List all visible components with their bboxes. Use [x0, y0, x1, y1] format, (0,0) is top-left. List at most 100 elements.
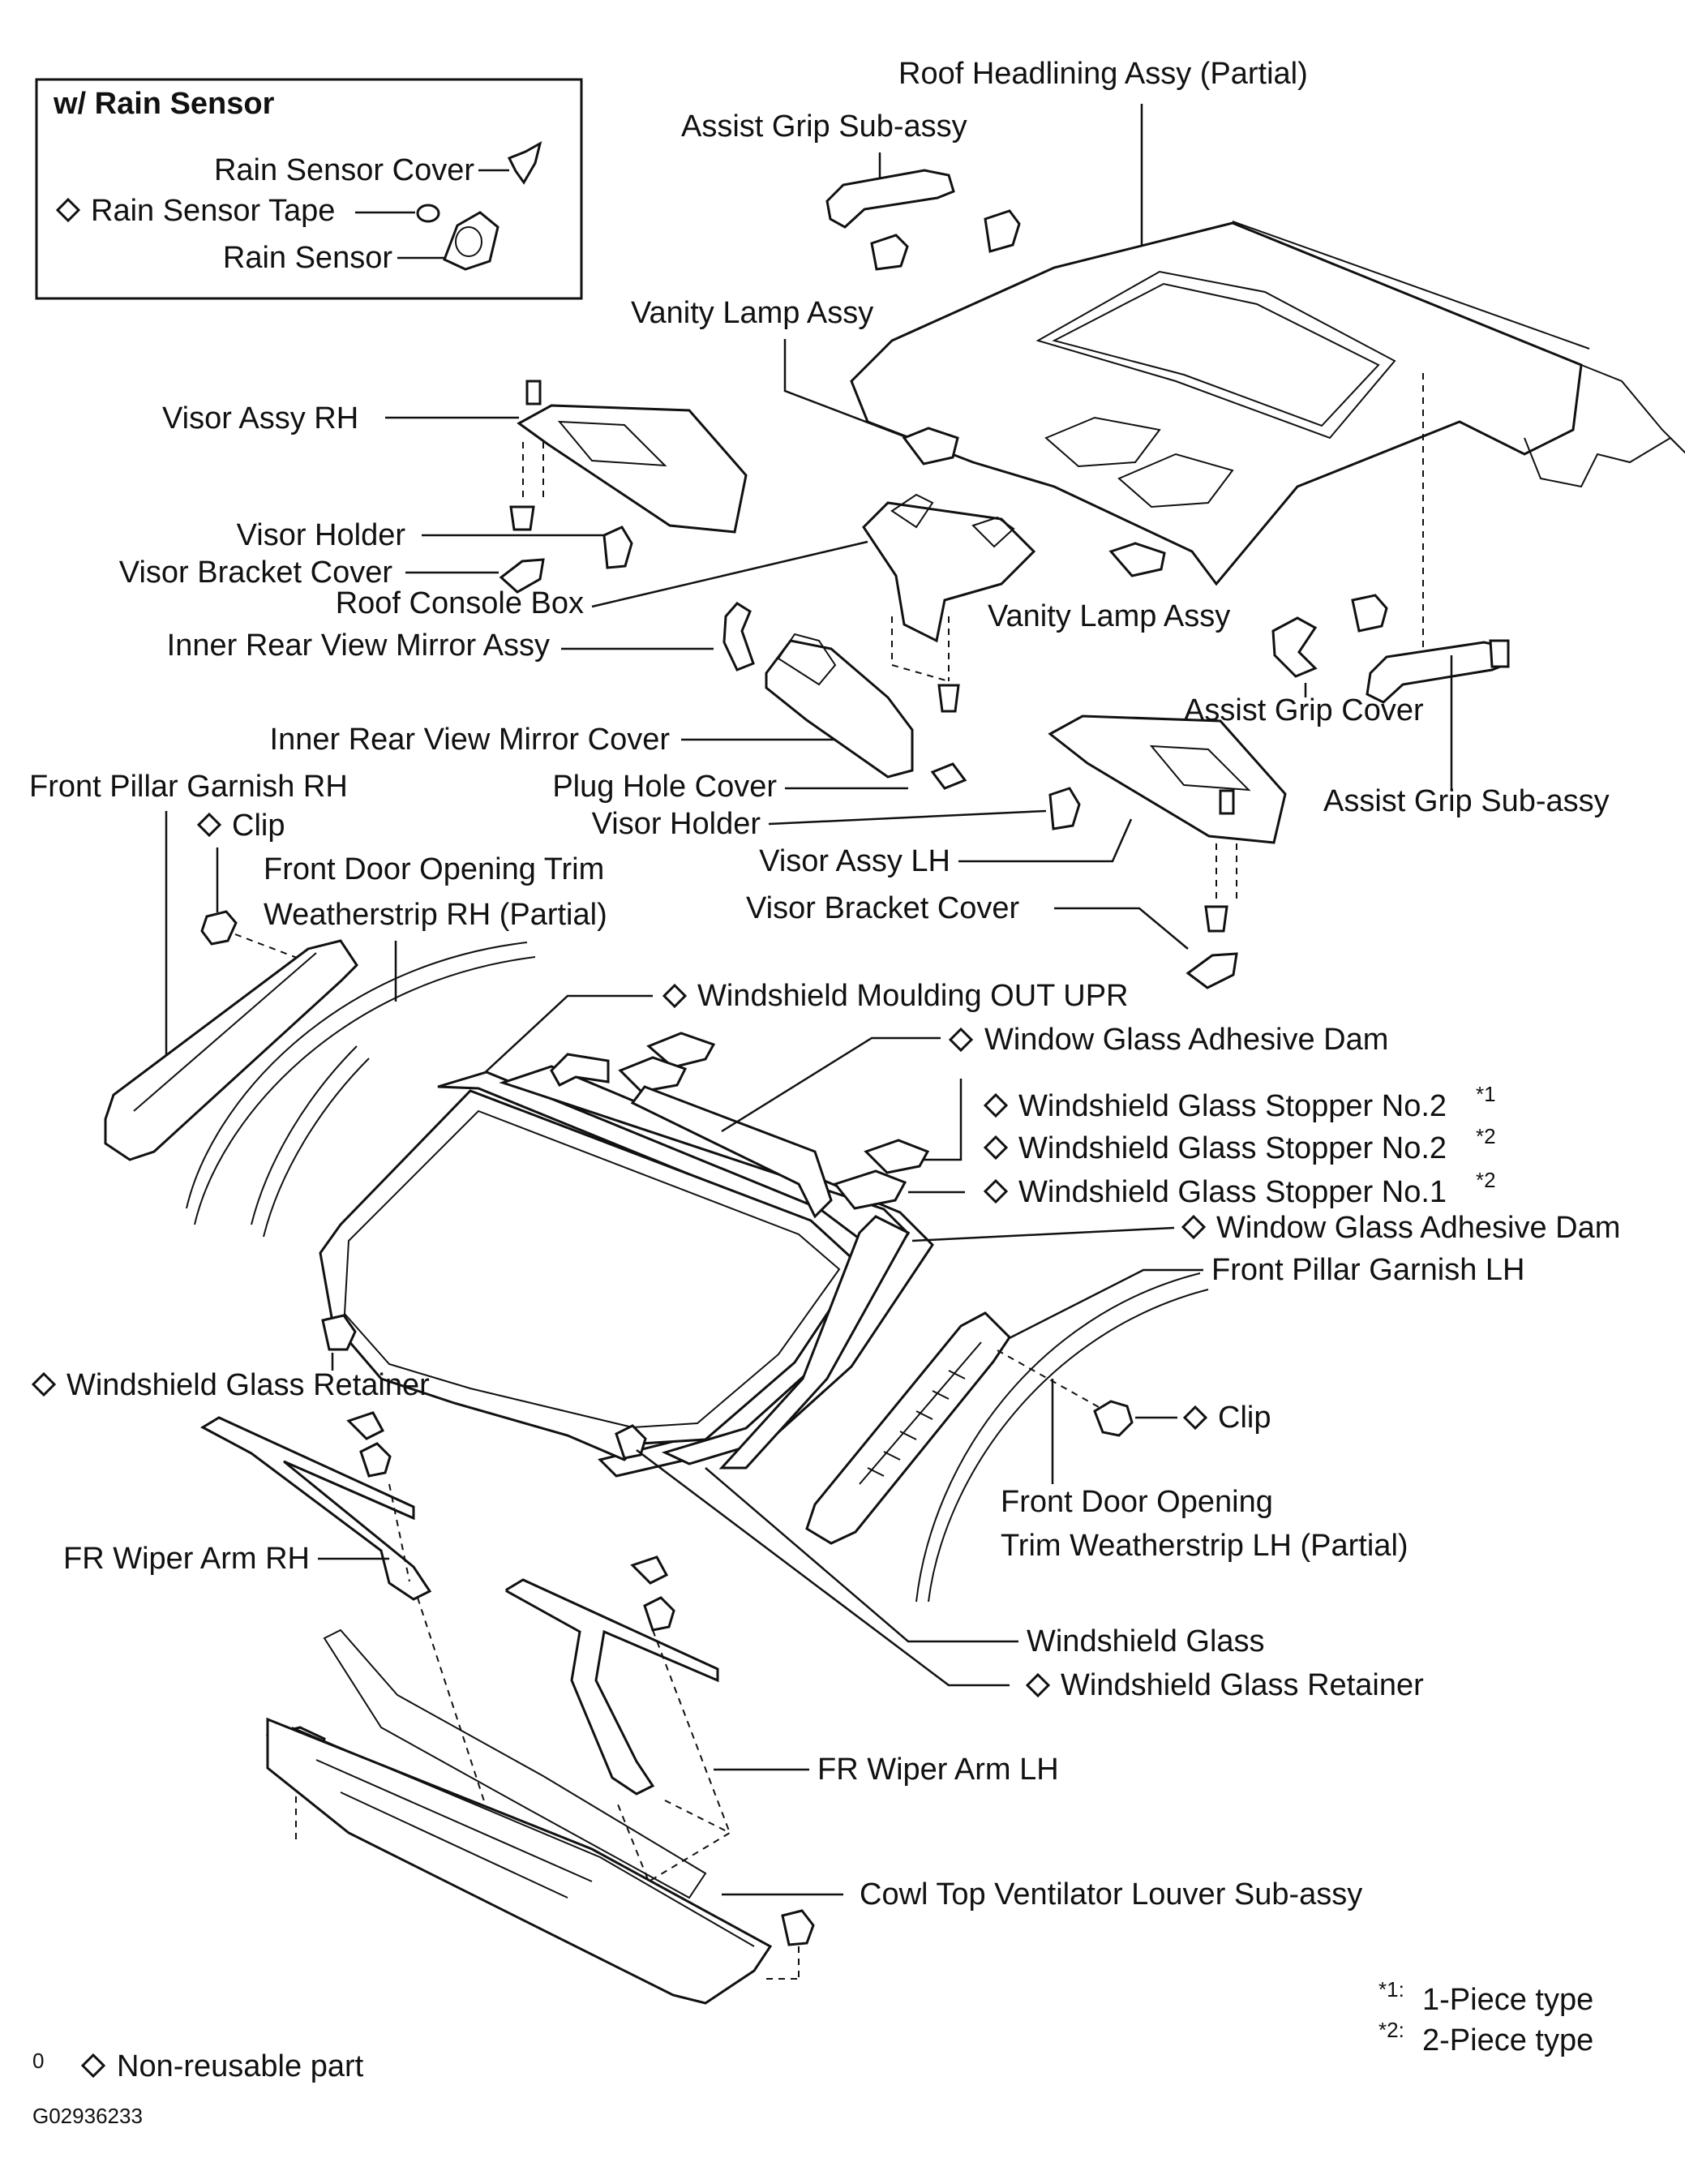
- visor-holder-mid-part: [1048, 787, 1081, 830]
- visor-bracket-cover-mid-group: Visor Bracket Cover: [746, 891, 1238, 989]
- plug-hole-cover-part: [930, 762, 967, 790]
- roof-console-group: Roof Console Box: [336, 493, 1036, 713]
- label-clip-rh: Clip: [232, 809, 285, 843]
- cowl-clip-right: [781, 1909, 815, 1946]
- assist-grip-top-part: [825, 169, 955, 229]
- rain-sensor-cover-part: [507, 141, 542, 185]
- assist-grip-cover-top-a: [984, 209, 1021, 253]
- fr-wiper-arm-rh-part: [199, 1416, 432, 1601]
- front-door-trim-rh-group: Front Door Opening Trim Weatherstrip RH …: [186, 852, 607, 1238]
- roof-console-box-part: [862, 501, 1036, 643]
- label-roof-console-box: Roof Console Box: [336, 586, 584, 620]
- label-fr-door-trim-lh-2: Trim Weatherstrip LH (Partial): [1001, 1529, 1408, 1563]
- label-rain-sensor-cover: Rain Sensor Cover: [214, 153, 474, 187]
- glass-retainer-right-group: Windshield Glass Retainer: [636, 1449, 1424, 1702]
- sup-stopper-no1: *2: [1476, 1168, 1496, 1192]
- label-visor-bracket-cover-mid: Visor Bracket Cover: [746, 891, 1020, 925]
- label-visor-bracket-cover-left: Visor Bracket Cover: [119, 556, 393, 590]
- fr-door-trim-lh-part: [915, 1272, 1201, 1603]
- wiper-lh-nut: [643, 1596, 675, 1632]
- windshield-glass-part: [319, 1089, 861, 1461]
- diamond-icon: [983, 1092, 1009, 1118]
- visor-lh-bolt: [1219, 789, 1235, 815]
- label-front-pillar-garnish-rh: Front Pillar Garnish RH: [29, 770, 348, 804]
- cowl-louver-group: Cowl Top Ventilator Louver Sub-assy: [265, 1628, 1362, 2005]
- adhesive-dam-bottom-strip: [718, 1215, 911, 1470]
- label-assist-grip-right: Assist Grip Sub-assy: [1323, 784, 1610, 818]
- label-stopper-no1: Windshield Glass Stopper No.1: [1018, 1175, 1447, 1209]
- adhesive-dam-bottom-group: Window Glass Adhesive Dam Front Pillar G…: [718, 1211, 1620, 1470]
- label-plug-hole-cover: Plug Hole Cover: [552, 770, 777, 804]
- wiper-rh-nut: [359, 1442, 392, 1478]
- diamond-icon: [1181, 1214, 1207, 1240]
- label-visor-assy-lh: Visor Assy LH: [759, 844, 950, 878]
- fr-door-trim-rh-part: [194, 956, 536, 1225]
- sunroof-opening: [1035, 270, 1396, 440]
- visor-holder-left-part: [602, 526, 633, 569]
- label-inner-mirror-assy: Inner Rear View Mirror Assy: [167, 629, 550, 663]
- label-vanity-lamp-top: Vanity Lamp Assy: [631, 296, 873, 330]
- label-visor-holder-left: Visor Holder: [237, 518, 406, 552]
- upper-strip-a: [550, 1053, 610, 1087]
- wiper-lh-group: FR Wiper Arm LH: [505, 1424, 1059, 1883]
- assist-grip-top-group: Assist Grip Sub-assy: [681, 109, 1021, 271]
- legend-zero: 0: [32, 2049, 44, 2073]
- assist-grip-right-part: [1366, 641, 1510, 704]
- label-windshield-moulding: Windshield Moulding OUT UPR: [697, 979, 1129, 1013]
- label-clip-lh: Clip: [1218, 1401, 1271, 1435]
- vanity-lamp-top-part: [902, 427, 959, 466]
- roof-headlining-part: [850, 221, 1583, 586]
- adhesive-dam-top-strip: [630, 1085, 833, 1219]
- glass-retainer-left-part: [321, 1314, 357, 1351]
- front-pillar-garnish-rh-part: [104, 939, 358, 1161]
- assist-grip-cover-part: [1271, 616, 1318, 678]
- sup-stopper-no2-b: *2: [1476, 1124, 1496, 1148]
- cowl-louver-part: [266, 1717, 773, 2005]
- stopper-no2-part: [864, 1139, 930, 1174]
- label-stopper-no2-a: Windshield Glass Stopper No.2: [1018, 1089, 1447, 1123]
- label-cowl-louver: Cowl Top Ventilator Louver Sub-assy: [860, 1877, 1362, 1912]
- diamond-icon: [662, 983, 688, 1009]
- vanity-lamp-mid-group: Vanity Lamp Assy: [988, 542, 1230, 633]
- label-glass-retainer-left: Windshield Glass Retainer: [66, 1368, 430, 1402]
- diamond-icon: [1025, 1672, 1051, 1698]
- label-fr-wiper-arm-lh: FR Wiper Arm LH: [817, 1753, 1059, 1787]
- assist-grip-cover-top-b: [870, 234, 909, 271]
- label-rain-sensor: Rain Sensor: [223, 241, 392, 275]
- inset-title: w/ Rain Sensor: [53, 87, 275, 121]
- diamond-icon: [948, 1027, 974, 1053]
- wiper-lh-cap: [630, 1555, 669, 1585]
- rain-sensor-inset: w/ Rain Sensor Rain Sensor Cover Rain Se…: [35, 78, 583, 300]
- visor-rh-group: Visor Assy RH: [162, 380, 748, 534]
- plug-hole-cover-group: Plug Hole Cover: [552, 762, 967, 804]
- label-adhesive-dam-bottom: Window Glass Adhesive Dam: [1216, 1211, 1620, 1245]
- label-windshield-glass: Windshield Glass: [1027, 1624, 1265, 1658]
- roof-headlining-group: Roof Headlining Assy (Partial): [850, 57, 1685, 586]
- diamond-icon: [983, 1135, 1009, 1161]
- assist-grip-right-group: Assist Grip Cover Assist Grip Sub-assy: [1184, 373, 1610, 818]
- legend-text: Non-reusable part: [117, 2049, 364, 2083]
- inner-mirror-assy-part: [722, 602, 755, 672]
- visor-rh-screw: [509, 505, 535, 531]
- assist-grip-right-screw: [1489, 639, 1510, 668]
- fr-wiper-arm-lh-part: [505, 1578, 719, 1796]
- stoppers-group: Windshield Glass Stopper No.2 *1 Windshi…: [833, 1079, 1496, 1210]
- visor-lh-part: [1048, 714, 1287, 844]
- figure-code: G02936233: [32, 2104, 143, 2128]
- diamond-icon: [1182, 1405, 1208, 1431]
- clip-rh-part: [200, 910, 238, 946]
- front-pillar-rh-group: Front Pillar Garnish RH Clip: [29, 770, 358, 1161]
- note2-text: 2-Piece type: [1422, 2023, 1593, 2057]
- assist-grip-cover-part-b: [1351, 594, 1388, 633]
- visor-bracket-cover-left-part: [499, 558, 545, 594]
- vanity-lamp-mid-part: [1108, 542, 1166, 577]
- label-assist-grip-top: Assist Grip Sub-assy: [681, 109, 967, 144]
- visor-bracket-cover-mid-part: [1186, 952, 1238, 989]
- label-vanity-lamp-mid: Vanity Lamp Assy: [988, 599, 1230, 633]
- wiper-rh-cap: [346, 1411, 385, 1440]
- label-inner-mirror-cover: Inner Rear View Mirror Cover: [270, 723, 671, 757]
- label-front-pillar-garnish-lh: Front Pillar Garnish LH: [1211, 1253, 1524, 1287]
- vanity-lamp-top-group: Vanity Lamp Assy: [631, 296, 959, 466]
- label-glass-retainer-right: Windshield Glass Retainer: [1061, 1668, 1424, 1702]
- inner-mirror-cover-part: [765, 639, 914, 779]
